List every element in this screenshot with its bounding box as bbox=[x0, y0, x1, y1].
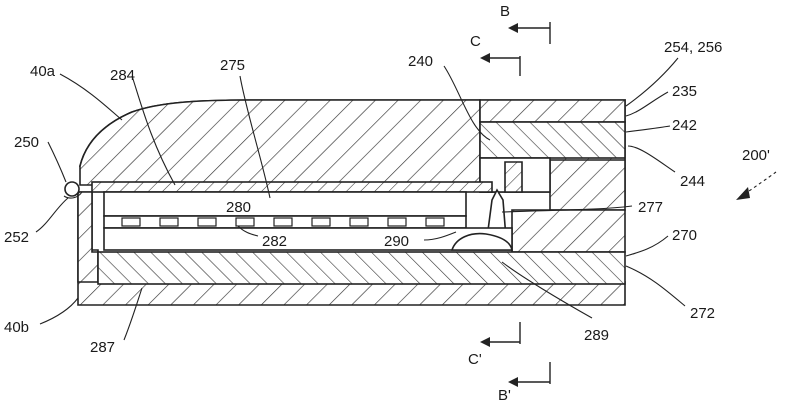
circuit-board-275 bbox=[104, 192, 466, 216]
label-289: 289 bbox=[584, 327, 609, 344]
label-200-prime: 200' bbox=[742, 147, 770, 164]
contact-pads-282 bbox=[122, 218, 444, 226]
label-270: 270 bbox=[672, 227, 697, 244]
label-282: 282 bbox=[262, 233, 287, 250]
label-242: 242 bbox=[672, 117, 697, 134]
substrate-290 bbox=[104, 228, 512, 250]
label-287: 287 bbox=[90, 339, 115, 356]
section-marker-c-bottom bbox=[480, 322, 520, 347]
label-275: 275 bbox=[220, 57, 245, 74]
base-plate-270 bbox=[98, 252, 625, 284]
hinge-250 bbox=[65, 182, 79, 196]
section-label-c-bottom: C' bbox=[468, 351, 482, 368]
upper-housing-right-lower bbox=[550, 160, 625, 210]
label-235: 235 bbox=[672, 83, 697, 100]
label-254-256: 254, 256 bbox=[664, 39, 722, 56]
label-290: 290 bbox=[384, 233, 409, 250]
label-240: 240 bbox=[408, 53, 433, 70]
upper-housing-right-block bbox=[480, 100, 625, 122]
lower-housing-inner-right bbox=[512, 210, 625, 252]
cover-plate-284 bbox=[92, 182, 492, 192]
section-marker-b-top bbox=[508, 22, 550, 44]
section-marker-c-top bbox=[480, 53, 520, 76]
label-244: 244 bbox=[680, 173, 705, 190]
label-280: 280 bbox=[226, 199, 251, 216]
label-40b: 40b bbox=[4, 319, 29, 336]
lower-housing-left-wall bbox=[78, 192, 98, 282]
section-marker-b-bottom bbox=[508, 362, 550, 387]
label-272: 272 bbox=[690, 305, 715, 322]
reference-arrow-200p bbox=[736, 172, 776, 200]
spring-contact-277 bbox=[505, 162, 522, 192]
section-label-c-top: C bbox=[470, 33, 481, 50]
insert-235 bbox=[480, 122, 625, 158]
label-252: 252 bbox=[4, 229, 29, 246]
label-250: 250 bbox=[14, 134, 39, 151]
label-40a: 40a bbox=[30, 63, 56, 80]
section-label-b-top: B bbox=[500, 3, 510, 20]
section-label-b-bottom: B' bbox=[498, 387, 511, 400]
upper-housing-body bbox=[80, 100, 498, 192]
label-284: 284 bbox=[110, 67, 135, 84]
label-277: 277 bbox=[638, 199, 663, 216]
